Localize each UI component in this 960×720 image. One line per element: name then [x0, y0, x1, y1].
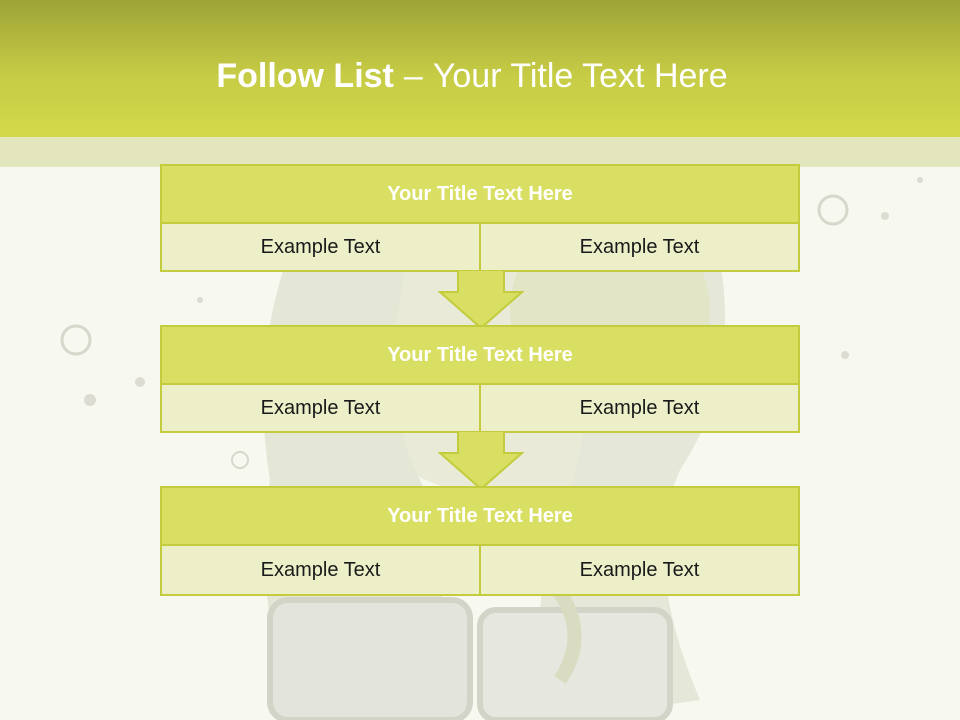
- list-block-3: Your Title Text Here Example Text Exampl…: [160, 486, 800, 596]
- header-bar: [0, 0, 960, 137]
- down-arrow-icon: [438, 270, 524, 330]
- down-arrow-icon: [438, 431, 524, 491]
- block-cell-right: Example Text: [479, 224, 798, 270]
- block-cell-left: Example Text: [162, 224, 479, 270]
- list-block-1: Your Title Text Here Example Text Exampl…: [160, 164, 800, 272]
- block-row: Example Text Example Text: [162, 385, 798, 431]
- block-row: Example Text Example Text: [162, 224, 798, 270]
- block-title: Your Title Text Here: [162, 488, 798, 546]
- slide-title-bold: Follow List: [216, 57, 394, 95]
- slide-title-separator: –: [403, 57, 423, 95]
- block-cell-right: Example Text: [479, 546, 798, 594]
- list-block-2: Your Title Text Here Example Text Exampl…: [160, 325, 800, 433]
- block-cell-left: Example Text: [162, 546, 479, 594]
- block-title: Your Title Text Here: [162, 166, 798, 224]
- slide-title: Follow List–Your Title Text Here: [0, 55, 944, 97]
- block-cell-right: Example Text: [479, 385, 798, 431]
- header-band: [0, 137, 960, 167]
- slide-title-rest: Your Title Text Here: [432, 57, 728, 95]
- block-cell-left: Example Text: [162, 385, 479, 431]
- block-title: Your Title Text Here: [162, 327, 798, 385]
- block-row: Example Text Example Text: [162, 546, 798, 594]
